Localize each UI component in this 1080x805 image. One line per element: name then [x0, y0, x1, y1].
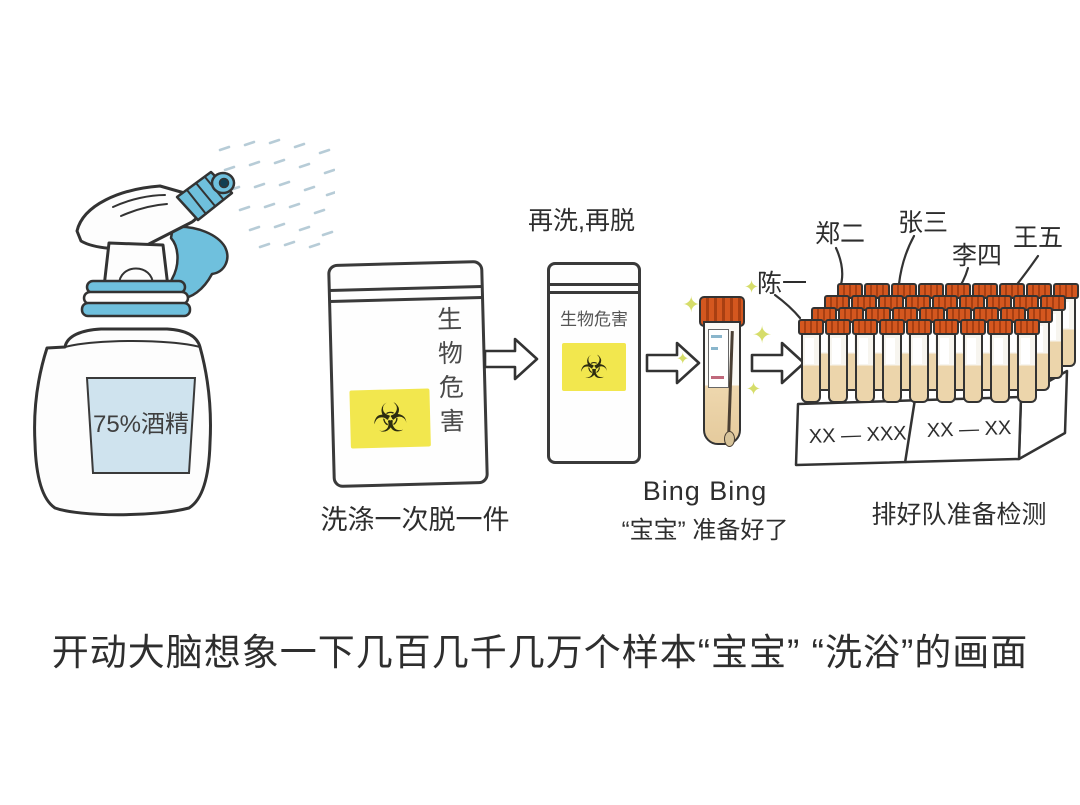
bag-small-top-caption: 再洗,再脱	[528, 207, 635, 235]
biohazard-icon: ☣	[371, 396, 409, 441]
spray-nozzle-icon	[175, 170, 236, 222]
tube-cap	[987, 319, 1013, 335]
bottom-caption: 开动大脑想象一下几百几千几万个样本“宝宝” “洗浴”的画面	[51, 632, 1029, 673]
rack-label-right: XX — XX	[926, 417, 1011, 442]
tube-body	[963, 335, 983, 403]
rack-tube	[987, 319, 1013, 403]
bag-seal	[549, 283, 639, 294]
rack-divider	[903, 398, 917, 464]
sparkle-icon: ✦	[744, 277, 760, 297]
arrow-icon	[483, 337, 539, 381]
bottle-neck-rings	[80, 279, 192, 318]
biohazard-bag-large: 生物危害 ☣	[327, 259, 489, 489]
name-label: 张三	[898, 209, 948, 237]
tube-label	[708, 329, 729, 388]
name-label: 陈一	[757, 270, 807, 298]
sparkle-icon: ✦	[682, 292, 701, 317]
biohazard-sticker: ☣	[349, 388, 431, 449]
sample-tube: ✦ ✦ ✦ ✦ ✦	[676, 278, 772, 458]
rack-tube	[1014, 319, 1040, 403]
biohazard-icon: ☣	[579, 349, 609, 385]
tube-cap	[933, 319, 959, 335]
rack-tube	[825, 319, 851, 403]
arrow-icon	[750, 341, 806, 385]
tube-body	[1017, 335, 1037, 403]
tube-cap	[906, 319, 932, 335]
spray-trigger	[168, 225, 229, 300]
tube-body	[909, 335, 929, 403]
tube-caption: Bing Bing “宝宝” 准备好了	[588, 476, 822, 545]
name-label: 李四	[952, 242, 1002, 270]
tube-cap	[798, 319, 824, 335]
rack-tube	[879, 319, 905, 403]
rack-caption: 排好队准备检测	[871, 501, 1047, 529]
rack-tubes	[795, 283, 1080, 408]
tube-body	[936, 335, 956, 403]
name-label: 郑二	[815, 220, 865, 248]
tube-cap	[852, 319, 878, 335]
sparkle-icon: ✦	[676, 351, 690, 368]
sparkle-icon: ✦	[746, 379, 762, 399]
spray-bottle-illustration: 75%酒精	[33, 138, 335, 517]
tube-caption-line1: Bing Bing	[642, 476, 768, 506]
biohazard-sticker: ☣	[562, 343, 626, 391]
rack-tube	[933, 319, 959, 403]
rack-tube	[798, 319, 824, 403]
bag-seal	[329, 285, 483, 304]
bag-large-caption: 洗涤一次脱一件	[320, 505, 510, 535]
swab-tip	[724, 431, 735, 447]
rack-base: XX — XXX XX — XX	[794, 369, 1069, 467]
tube-body	[828, 335, 848, 403]
tube-body	[855, 335, 875, 403]
leader-line	[834, 246, 844, 290]
bag-small-label: 生物危害	[560, 310, 628, 329]
bag-large-side-label: 生物危害	[433, 305, 465, 443]
rack-label-left: XX — XXX	[808, 423, 907, 448]
rack-tube	[852, 319, 878, 403]
name-label: 王五	[1013, 224, 1063, 252]
tube-cap	[1014, 319, 1040, 335]
alcohol-label-text: 75%酒精	[93, 411, 189, 438]
sparkle-icon: ✦	[752, 322, 773, 349]
tube-cap	[825, 319, 851, 335]
spray-mist	[218, 138, 335, 249]
tube-body	[882, 335, 902, 403]
rack-tube	[906, 319, 932, 403]
alcohol-label: 75%酒精	[85, 377, 197, 474]
rack-tube	[960, 319, 986, 403]
tube-body	[990, 335, 1010, 403]
tube-caption-line2: “宝宝” 准备好了	[621, 517, 789, 544]
leader-line	[897, 234, 916, 286]
tube-body	[801, 335, 821, 403]
arrow-icon	[645, 341, 701, 385]
tube-cap	[879, 319, 905, 335]
leader-line	[773, 293, 802, 320]
biohazard-bag-small: 生物危害 ☣	[547, 262, 641, 464]
tube-cap	[960, 319, 986, 335]
tube-body	[703, 321, 741, 447]
